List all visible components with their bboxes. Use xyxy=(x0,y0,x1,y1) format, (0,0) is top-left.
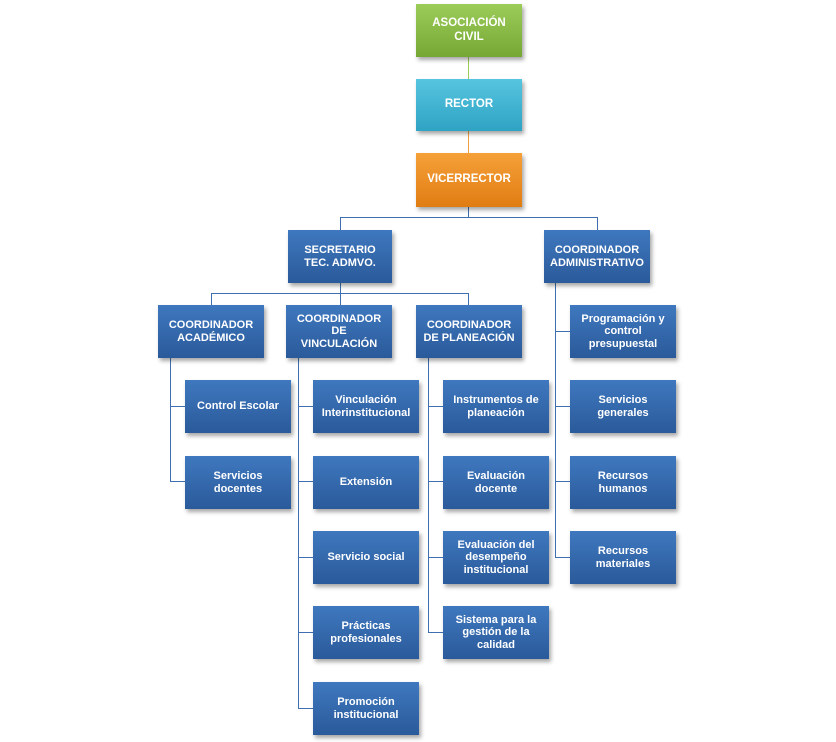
connector-line xyxy=(555,331,570,332)
node-practicas-profesionales: Prácticas profesionales xyxy=(313,606,419,659)
connector-line xyxy=(298,557,313,558)
connector-line xyxy=(468,293,469,305)
node-vicerrector: VICERRECTOR xyxy=(416,153,522,207)
node-coordinador-vinculacion: COORDINADOR DE VINCULACIÓN xyxy=(286,305,392,358)
node-extension: Extensión xyxy=(313,456,419,509)
node-control-escolar: Control Escolar xyxy=(185,380,291,433)
connector-line xyxy=(298,708,313,709)
node-vinculacion-interinstitucional: Vinculación Interinstitucional xyxy=(313,380,419,433)
connector-line xyxy=(211,293,212,305)
connector-line xyxy=(298,481,313,482)
node-programacion-control-presupuestal: Programación y control presupuestal xyxy=(570,305,676,358)
node-evaluacion-desempeno: Evaluación del desempeño institucional xyxy=(443,531,549,584)
connector-line xyxy=(468,131,469,153)
connector-line xyxy=(298,358,299,708)
connector-line xyxy=(468,57,469,79)
node-coordinador-academico: COORDINADOR ACADÉMICO xyxy=(158,305,264,358)
node-recursos-humanos: Recursos humanos xyxy=(570,456,676,509)
connector-line xyxy=(555,283,556,557)
node-servicio-social: Servicio social xyxy=(313,531,419,584)
connector-line xyxy=(340,217,341,230)
node-coordinador-administrativo: COORDINADOR ADMINISTRATIVO xyxy=(544,230,650,283)
connector-line xyxy=(428,632,443,633)
connector-line xyxy=(298,632,313,633)
connector-line xyxy=(555,557,570,558)
connector-line xyxy=(340,283,341,293)
connector-line xyxy=(428,358,429,632)
node-asociacion-civil: ASOCIACIÓN CIVIL xyxy=(416,4,522,57)
connector-line xyxy=(170,481,185,482)
node-servicios-docentes: Servicios docentes xyxy=(185,456,291,509)
connector-line xyxy=(428,557,443,558)
connector-line xyxy=(340,217,598,218)
connector-line xyxy=(428,406,443,407)
connector-line xyxy=(298,406,313,407)
node-sistema-gestion-calidad: Sistema para la gestión de la calidad xyxy=(443,606,549,659)
connector-line xyxy=(555,481,570,482)
node-evaluacion-docente: Evaluación docente xyxy=(443,456,549,509)
node-secretario: SECRETARIO TEC. ADMVO. xyxy=(288,230,392,283)
connector-line xyxy=(170,358,171,481)
connector-line xyxy=(597,217,598,230)
connector-line xyxy=(468,207,469,217)
connector-line xyxy=(340,293,341,305)
node-recursos-materiales: Recursos materiales xyxy=(570,531,676,584)
node-coordinador-planeacion: COORDINADOR DE PLANEACIÓN xyxy=(416,305,522,358)
node-instrumentos-planeacion: Instrumentos de planeación xyxy=(443,380,549,433)
node-servicios-generales: Servicios generales xyxy=(570,380,676,433)
connector-line xyxy=(428,481,443,482)
node-rector: RECTOR xyxy=(416,79,522,131)
connector-line xyxy=(555,406,570,407)
node-promocion-institucional: Promoción institucional xyxy=(313,682,419,735)
connector-line xyxy=(170,406,185,407)
